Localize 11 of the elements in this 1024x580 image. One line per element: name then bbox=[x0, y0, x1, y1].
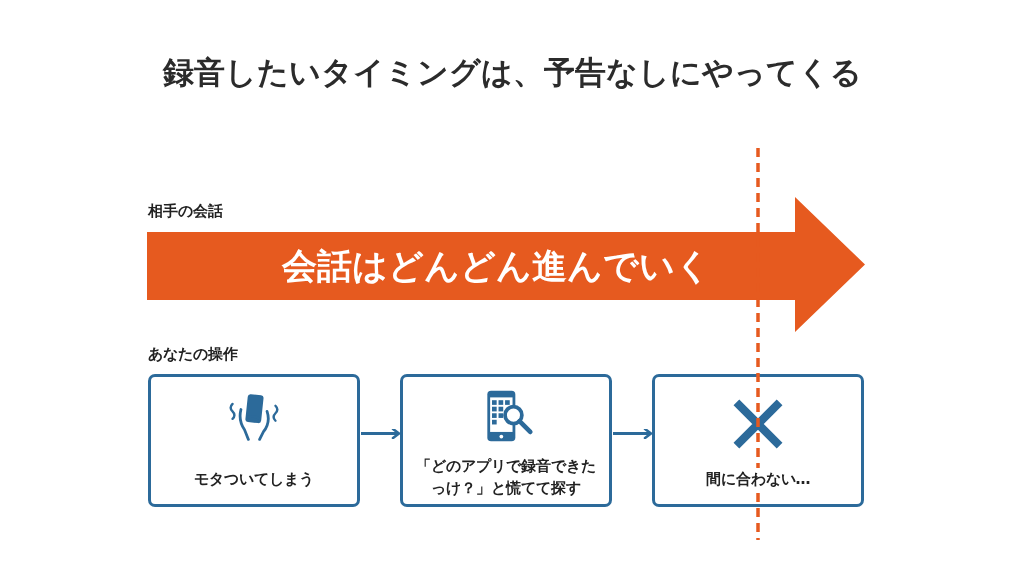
banner-text: 会話はどんどん進んでいく bbox=[281, 245, 711, 288]
arrow bbox=[613, 427, 653, 440]
step-text: 間に合わない… bbox=[703, 468, 813, 490]
step-box bbox=[652, 374, 864, 507]
row-label: あなたの操作 bbox=[148, 345, 238, 364]
row-label: 相手の会話 bbox=[148, 202, 223, 221]
arrow bbox=[361, 427, 401, 440]
step-box bbox=[148, 374, 360, 507]
step-box bbox=[400, 374, 612, 507]
title: 録音したいタイミングは、予告なしにやってくる bbox=[161, 53, 863, 92]
arrow-banner bbox=[147, 197, 865, 332]
